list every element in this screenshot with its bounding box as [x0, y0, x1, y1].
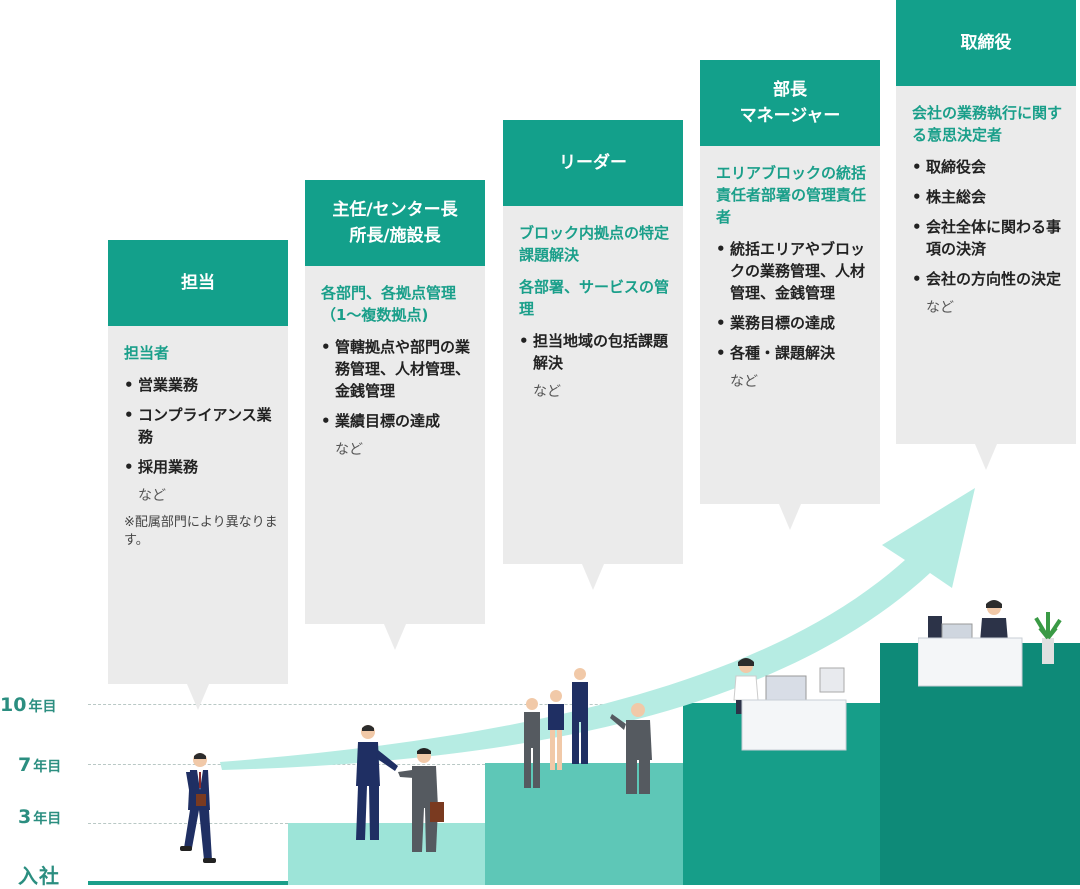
- handshake-businessmen-icon: [356, 725, 444, 852]
- duty-list: 管轄拠点や部門の業務管理、人材管理、金銭管理 業績目標の達成: [321, 336, 477, 432]
- duty-item: コンプライアンス業務: [124, 404, 280, 448]
- etc-label: など: [533, 384, 561, 400]
- walking-businessman-icon: [180, 753, 216, 863]
- role-summary: 各部署、サービスの管理: [519, 278, 670, 318]
- manager-desk-icon: [733, 658, 847, 751]
- role-body: エリアブロックの統括責任者部署の管理責任者 統括エリアやブロックの業務管理、人材…: [700, 146, 880, 504]
- duty-item: 営業業務: [124, 374, 280, 396]
- role-card-tanto: 担当 担当者 営業業務 コンプライアンス業務 採用業務 など ※配属部門により異…: [108, 240, 288, 710]
- callout-tail: [975, 444, 997, 470]
- duty-item: 株主総会: [912, 186, 1068, 208]
- duty-item: 採用業務: [124, 456, 280, 478]
- role-card-chief: 主任/センター長 所長/施設長 各部門、各拠点管理（1～複数拠点) 管轄拠点や部…: [305, 180, 485, 650]
- callout-tail: [779, 504, 801, 530]
- duty-list: 取締役会 株主総会 会社全体に関わる事項の決済 会社の方向性の決定: [912, 156, 1068, 290]
- role-title: リーダー: [503, 120, 683, 206]
- duty-item: 各種・課題解決: [716, 342, 872, 364]
- duty-item: 担当地域の包括課題解決: [519, 330, 675, 374]
- callout-tail: [582, 564, 604, 590]
- team-group-icon: [524, 668, 652, 794]
- footnote: ※配属部門により異なります。: [124, 515, 278, 548]
- role-body: 各部門、各拠点管理（1～複数拠点) 管轄拠点や部門の業務管理、人材管理、金銭管理…: [305, 266, 485, 624]
- role-card-manager: 部長 マネージャー エリアブロックの統括責任者部署の管理責任者 統括エリアやブロ…: [700, 60, 880, 530]
- duty-item: 管轄拠点や部門の業務管理、人材管理、金銭管理: [321, 336, 477, 402]
- role-summary: ブロック内拠点の特定課題解決: [519, 224, 670, 264]
- etc-label: など: [138, 488, 166, 504]
- duty-list: 担当地域の包括課題解決: [519, 330, 675, 374]
- role-card-director: 取締役 会社の業務執行に関する意思決定者 取締役会 株主総会 会社全体に関わる事…: [896, 0, 1076, 470]
- etc-label: など: [926, 300, 954, 316]
- role-summary: 担当者: [124, 344, 170, 362]
- duty-item: 業務目標の達成: [716, 312, 872, 334]
- duty-list: 営業業務 コンプライアンス業務 採用業務: [124, 374, 280, 478]
- year-label-start: 入社: [18, 864, 60, 888]
- role-title: 取締役: [896, 0, 1076, 86]
- role-card-leader: リーダー ブロック内拠点の特定課題解決 各部署、サービスの管理 担当地域の包括課…: [503, 120, 683, 590]
- role-body: 会社の業務執行に関する意思決定者 取締役会 株主総会 会社全体に関わる事項の決済…: [896, 86, 1076, 444]
- step-3-years: [288, 823, 485, 885]
- duty-list: 統括エリアやブロックの業務管理、人材管理、金銭管理 業務目標の達成 各種・課題解…: [716, 238, 872, 364]
- callout-tail: [187, 684, 209, 710]
- executive-desk-icon: [918, 600, 1062, 687]
- duty-item: 取締役会: [912, 156, 1068, 178]
- etc-label: など: [335, 442, 363, 458]
- role-summary: 会社の業務執行に関する意思決定者: [912, 104, 1063, 144]
- role-summary: エリアブロックの統括責任者部署の管理責任者: [716, 164, 867, 226]
- duty-item: 業績目標の達成: [321, 410, 477, 432]
- duty-item: 会社全体に関わる事項の決済: [912, 216, 1068, 260]
- duty-item: 統括エリアやブロックの業務管理、人材管理、金銭管理: [716, 238, 872, 304]
- duty-item: 会社の方向性の決定: [912, 268, 1068, 290]
- callout-tail: [384, 624, 406, 650]
- role-title: 担当: [108, 240, 288, 326]
- role-title: 部長 マネージャー: [700, 60, 880, 146]
- role-body: 担当者 営業業務 コンプライアンス業務 採用業務 など ※配属部門により異なりま…: [108, 326, 288, 684]
- gridline-10-years: [88, 704, 683, 705]
- role-title: 主任/センター長 所長/施設長: [305, 180, 485, 266]
- role-body: ブロック内拠点の特定課題解決 各部署、サービスの管理 担当地域の包括課題解決 な…: [503, 206, 683, 564]
- etc-label: など: [730, 374, 758, 390]
- step-entry: [88, 881, 288, 885]
- role-summary: 各部門、各拠点管理（1～複数拠点): [321, 284, 457, 324]
